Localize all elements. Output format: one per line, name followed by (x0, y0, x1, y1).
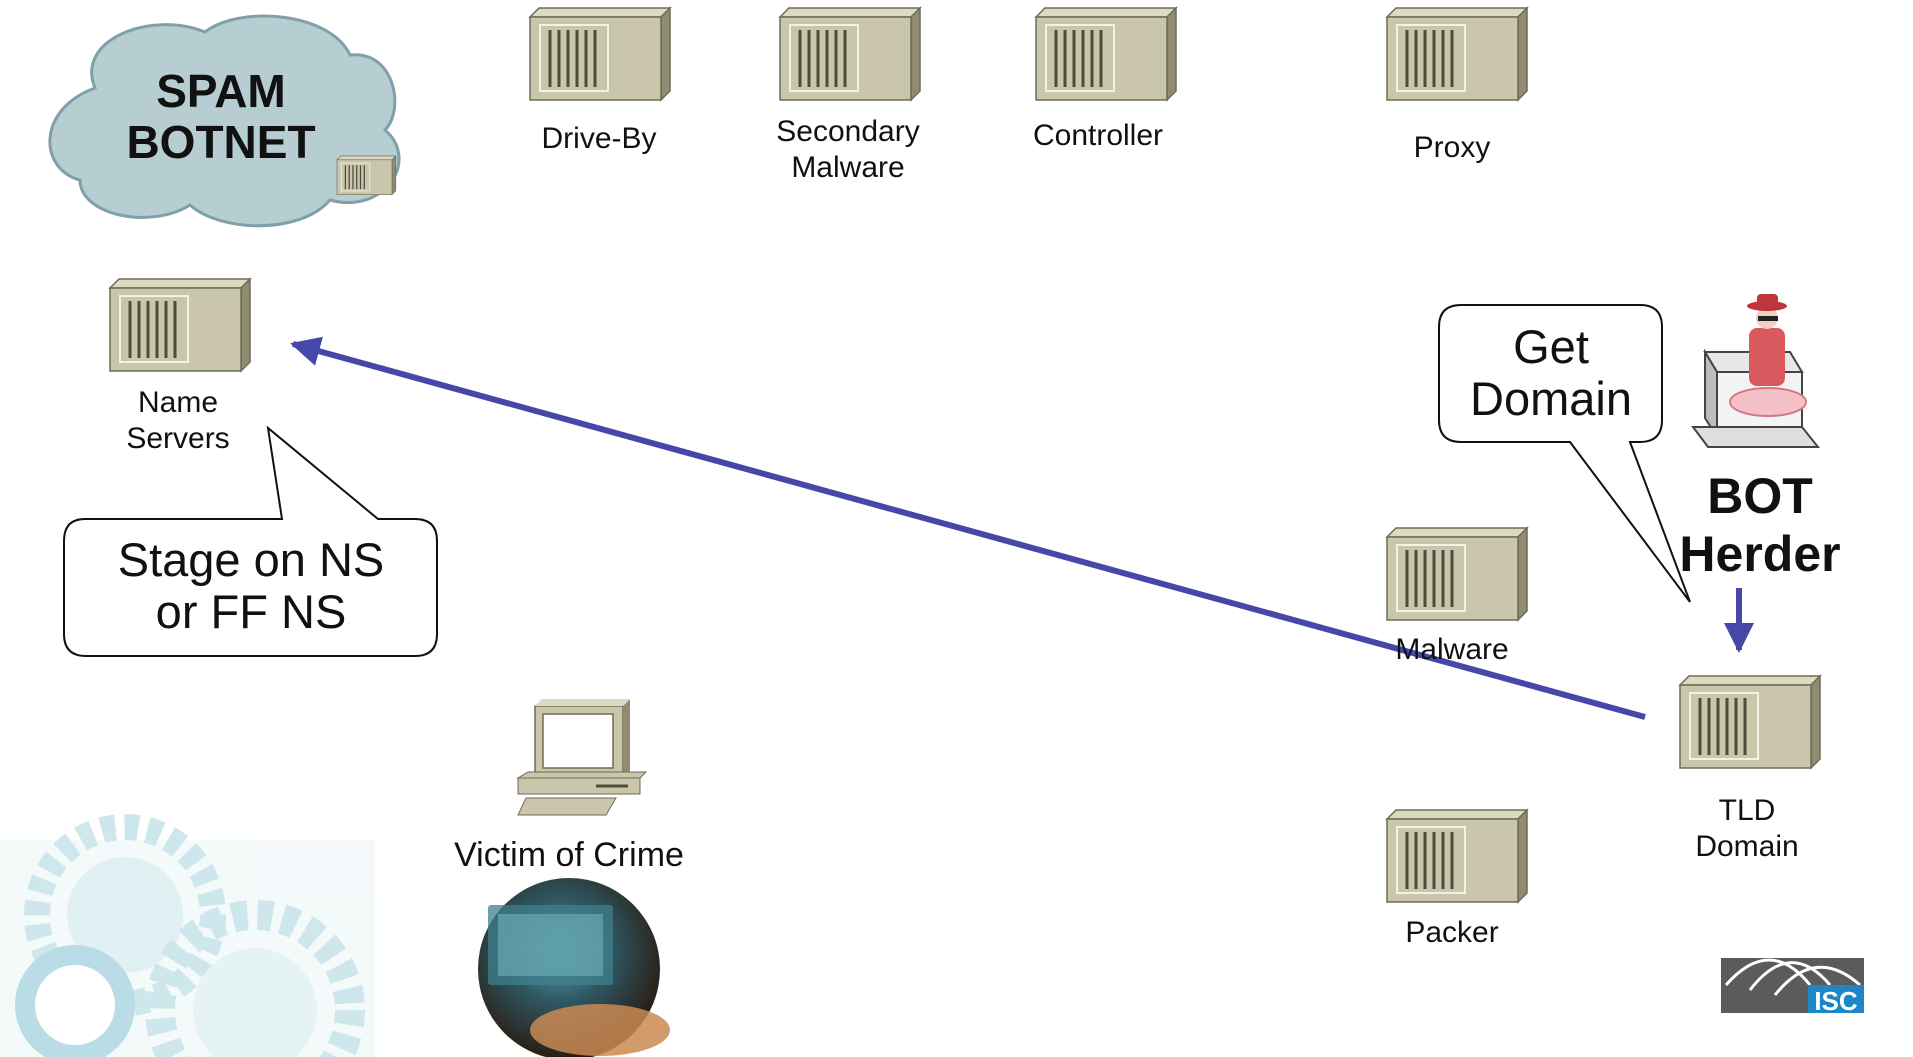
secondary-malware-server-icon (778, 6, 922, 102)
botnet-server-icon (336, 155, 397, 196)
packer-label: Packer (1405, 916, 1499, 949)
get-domain-callout-bubble (1438, 304, 1691, 603)
malware-server-icon (1385, 526, 1529, 622)
connection-arrow (290, 336, 1646, 720)
controller-server-icon (1034, 6, 1178, 102)
bot-herder-icon (1691, 294, 1821, 448)
secondary-malware-label: Secondary Malware (776, 115, 920, 184)
tld-domain-server-icon (1678, 674, 1822, 770)
victim-photo (478, 878, 670, 1057)
drive-by-label: Drive-By (541, 122, 657, 155)
proxy-label: Proxy (1413, 131, 1491, 164)
controller-label: Controller (1032, 119, 1164, 152)
packer-server-icon (1385, 808, 1529, 904)
drive-by-server-icon (528, 6, 672, 102)
cloud-label-botnet: BOTNET (126, 116, 316, 168)
stage-callout-bubble (63, 425, 438, 657)
get-domain-callout-text: Get Domain (1470, 320, 1632, 425)
proxy-server-icon (1385, 6, 1529, 102)
malware-label: Malware (1395, 633, 1509, 666)
victim-label: Victim of Crime (454, 836, 684, 874)
bot-herder-label: BOT Herder (1679, 468, 1841, 582)
tld-domain-label: TLD Domain (1695, 794, 1799, 863)
victim-computer-icon (516, 699, 648, 816)
name-servers-label: Name Servers (126, 386, 230, 455)
isc-logo-text: ISC (1814, 986, 1858, 1016)
cloud-label-spam: SPAM (156, 65, 286, 117)
stage-callout-text: Stage on NS or FF NS (117, 533, 385, 638)
name-servers-server-icon (108, 277, 252, 373)
isc-logo: ISC (1721, 958, 1864, 1016)
gear-decoration-icon (0, 814, 375, 1057)
